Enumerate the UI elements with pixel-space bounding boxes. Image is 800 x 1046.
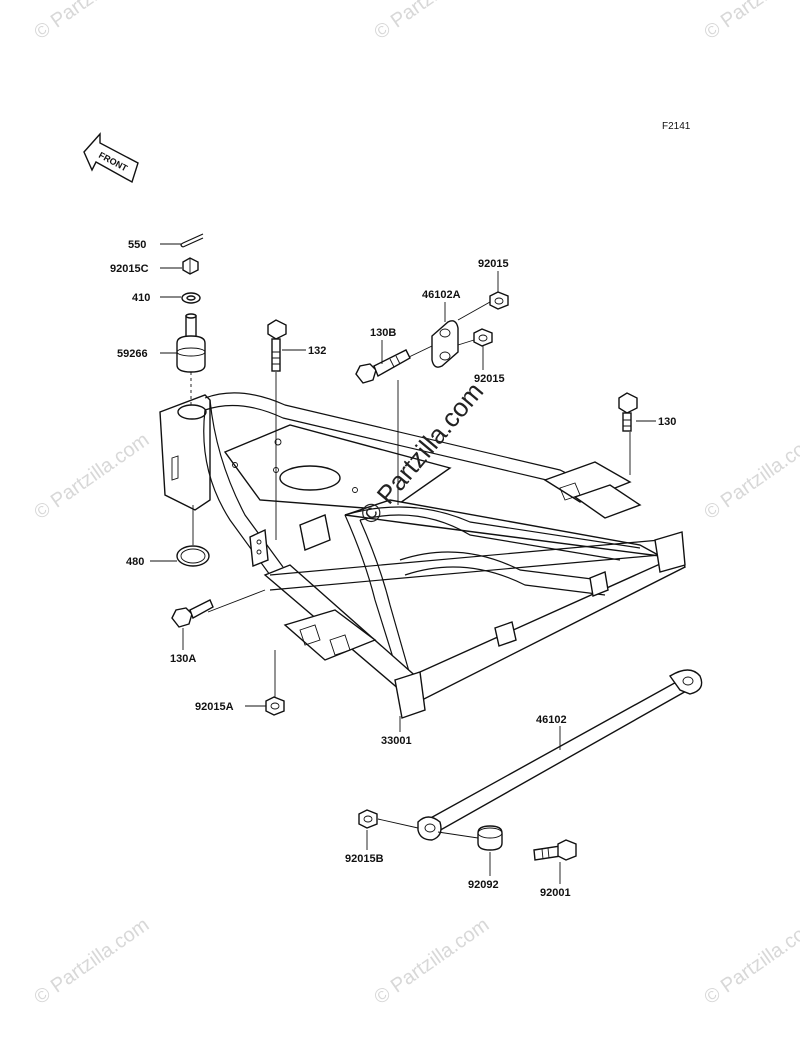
label-92092: 92092 xyxy=(468,879,499,891)
nut-92015B xyxy=(358,809,378,829)
nut-92015-mid xyxy=(473,328,493,347)
watermark-text: © Partzilla.com xyxy=(370,0,493,44)
label-132: 132 xyxy=(308,345,326,357)
label-92015B: 92015B xyxy=(345,853,384,865)
label-550: 550 xyxy=(128,239,146,251)
label-92015-mid: 92015 xyxy=(474,373,505,385)
watermark-text: © Partzilla.com xyxy=(370,914,493,1009)
label-92015C: 92015C xyxy=(110,263,149,275)
watermark-text: © Partzilla.com xyxy=(30,429,153,524)
label-33001: 33001 xyxy=(381,735,412,747)
bolt-130B xyxy=(355,349,411,384)
label-59266: 59266 xyxy=(117,348,148,360)
label-46102: 46102 xyxy=(536,714,567,726)
bolt-130 xyxy=(618,392,638,432)
nut-92015A xyxy=(265,696,285,716)
bolt-92001 xyxy=(533,839,577,861)
label-92015A: 92015A xyxy=(195,701,234,713)
label-46102A: 46102A xyxy=(422,289,461,301)
part-labels: 550 92015C 410 59266 132 130B 46102A 920… xyxy=(110,239,676,899)
watermark-text: © Partzilla.com xyxy=(30,0,153,44)
watermark-text: © Partzilla.com xyxy=(700,0,800,44)
bolt-132 xyxy=(267,319,287,372)
frame-33001 xyxy=(159,392,686,719)
front-arrow-icon: FRONT xyxy=(83,132,139,184)
label-130: 130 xyxy=(658,416,676,428)
circlip-480 xyxy=(176,545,210,567)
label-130B: 130B xyxy=(370,327,396,339)
watermark-text: © Partzilla.com xyxy=(700,429,800,524)
figure-code: F2141 xyxy=(662,121,691,132)
collar-92092 xyxy=(477,825,503,851)
leader-lines xyxy=(150,243,656,884)
link-plate-46102A xyxy=(431,320,459,368)
label-480: 480 xyxy=(126,556,144,568)
label-410: 410 xyxy=(132,292,150,304)
watermark-text: © Partzilla.com xyxy=(30,914,153,1009)
tie-rod-46102 xyxy=(417,669,703,841)
washer-410 xyxy=(181,292,201,304)
bolt-130A xyxy=(171,599,214,628)
label-130A: 130A xyxy=(170,653,196,665)
label-92015-top: 92015 xyxy=(478,258,509,270)
ball-joint-59266 xyxy=(176,313,206,373)
watermark-text: © Partzilla.com xyxy=(700,914,800,1009)
castle-nut-92015C xyxy=(182,257,199,275)
nut-92015-top xyxy=(489,291,509,310)
cotter-pin-550 xyxy=(180,233,204,248)
label-92001: 92001 xyxy=(540,887,571,899)
